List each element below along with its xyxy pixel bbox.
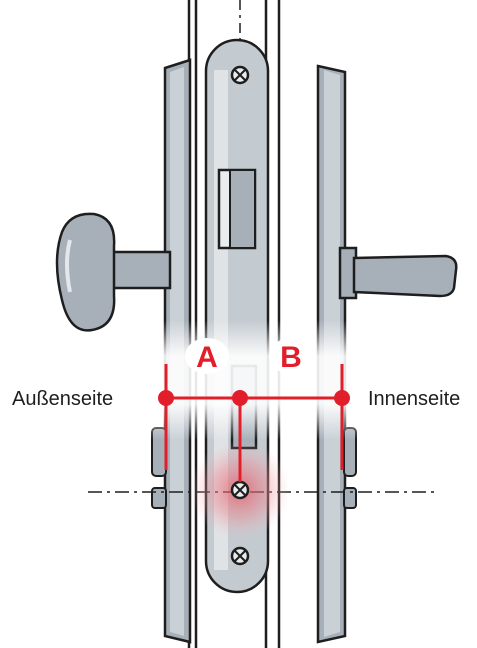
latch-bolt [217, 168, 257, 250]
dimension-a-label: A [185, 338, 229, 374]
door-knob-icon [55, 212, 172, 332]
measurement-lines [164, 364, 344, 482]
dimension-b-label: B [269, 338, 313, 374]
screw-icon [230, 65, 250, 85]
inside-label: Innenseite [368, 388, 460, 410]
door-handle-icon [338, 246, 458, 300]
outside-label: Außenseite [12, 388, 113, 410]
screw-icon [230, 480, 250, 500]
fade-band [150, 320, 360, 440]
screw-icon [230, 546, 250, 566]
measurement-points [158, 390, 350, 406]
svg-text:B: B [280, 341, 302, 374]
svg-text:A: A [196, 341, 218, 374]
